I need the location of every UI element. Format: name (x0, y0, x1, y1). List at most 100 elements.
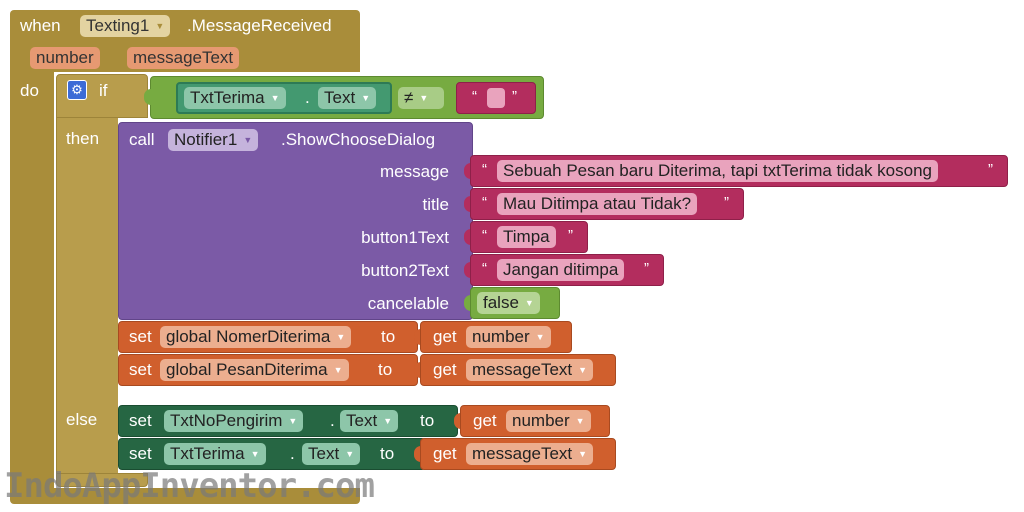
get-dropdown-messagetext[interactable]: messageText ▼ (466, 443, 594, 465)
event-block-do-spine (10, 72, 54, 490)
get-label: get (433, 327, 457, 346)
dropdown-arrow-icon: ▼ (419, 93, 429, 103)
variable-dropdown-nomerditerima[interactable]: global NomerDiterima ▼ (160, 326, 352, 348)
to-label: to (378, 360, 393, 379)
set-label: set (129, 327, 152, 346)
component-dropdown-txtterima[interactable]: TxtTerima ▼ (164, 443, 266, 465)
param-number[interactable]: number (30, 47, 100, 69)
then-label: then (66, 129, 100, 148)
event-block-bottom (10, 488, 360, 504)
property-dropdown-text[interactable]: Text ▼ (340, 410, 399, 432)
component-dropdown-notifier1[interactable]: Notifier1▼ (168, 129, 259, 151)
component-dropdown-txtnopengirim[interactable]: TxtNoPengirim▼ (164, 410, 304, 432)
source-name: number (512, 411, 570, 430)
get-dropdown-number[interactable]: number▼ (466, 326, 551, 348)
get-dropdown-messagetext[interactable]: messageText ▼ (466, 359, 594, 381)
set-label: set (129, 444, 152, 463)
text-field-title[interactable]: Mau Ditimpa atau Tidak? (497, 193, 698, 215)
get-block-plug (454, 413, 461, 429)
quote-open: “ (472, 88, 477, 105)
call-block[interactable] (118, 122, 473, 320)
get-label: get (433, 360, 457, 379)
property-name: Text (324, 88, 356, 107)
variable-name: global NomerDiterima (166, 327, 331, 346)
boolean-value: false (483, 293, 519, 312)
if-block-spine (56, 118, 118, 480)
quote-open: “ (482, 260, 487, 277)
arg-label-button2text: button2Text (361, 261, 449, 280)
to-label: to (420, 411, 435, 430)
text-block-plug (464, 229, 471, 245)
property-dropdown-text[interactable]: Text▼ (302, 443, 361, 465)
quote-close: ” (568, 227, 573, 244)
component-dropdown-texting1[interactable]: Texting1 ▼ (80, 15, 171, 37)
dropdown-arrow-icon: ▼ (361, 93, 371, 103)
get-block-plug (414, 362, 421, 378)
quote-close: ” (988, 161, 993, 178)
arg-label-message: message (380, 162, 449, 181)
property-name: Text (346, 411, 378, 430)
param-messagetext[interactable]: messageText (127, 47, 240, 69)
source-name: messageText (472, 360, 573, 379)
set-label: set (129, 411, 152, 430)
variable-dropdown-pesanditerima[interactable]: global PesanDiterima ▼ (160, 359, 349, 381)
dot-label: . (305, 88, 310, 107)
if-block-bottom (56, 473, 148, 487)
text-block-plug (464, 196, 471, 212)
variable-name: global PesanDiterima (166, 360, 328, 379)
dropdown-arrow-icon: ▼ (575, 416, 585, 426)
method-label: .ShowChooseDialog (281, 130, 436, 149)
dropdown-arrow-icon: ▼ (270, 93, 280, 103)
property-dropdown-text[interactable]: Text ▼ (318, 87, 377, 109)
get-label: get (433, 444, 457, 463)
call-label: call (129, 130, 155, 149)
component-name: TxtTerima (170, 444, 245, 463)
get-dropdown-number[interactable]: number ▼ (506, 410, 591, 432)
boolean-dropdown[interactable]: false ▼ (477, 292, 540, 314)
dot-label: . (330, 411, 335, 430)
quote-open: “ (482, 161, 487, 178)
when-label: when (20, 16, 61, 35)
if-label: if (99, 81, 108, 100)
component-name: Texting1 (86, 16, 150, 35)
operator-dropdown[interactable]: ≠▼ (398, 87, 444, 109)
get-block-plug (414, 329, 421, 345)
dropdown-arrow-icon: ▼ (288, 416, 298, 426)
dropdown-arrow-icon: ▼ (333, 365, 343, 375)
text-field-button2text[interactable]: Jangan ditimpa (497, 259, 625, 281)
empty-text-field[interactable] (487, 88, 505, 108)
component-name: TxtTerima (190, 88, 265, 107)
else-label: else (66, 410, 98, 429)
quote-close: ” (724, 194, 729, 211)
dropdown-arrow-icon: ▼ (243, 135, 253, 145)
quote-open: “ (482, 227, 487, 244)
set-label: set (129, 360, 152, 379)
dropdown-arrow-icon: ▼ (383, 416, 393, 426)
dropdown-arrow-icon: ▼ (578, 365, 588, 375)
to-label: to (381, 327, 396, 346)
component-dropdown-txtterima[interactable]: TxtTerima ▼ (184, 87, 286, 109)
arg-label-title: title (422, 195, 449, 214)
gear-icon[interactable]: ⚙ (67, 80, 87, 100)
text-field-button1text[interactable]: Timpa (497, 226, 556, 248)
dropdown-arrow-icon: ▼ (250, 449, 260, 459)
dropdown-arrow-icon: ▼ (155, 21, 165, 31)
dot-label: . (290, 444, 295, 463)
dropdown-arrow-icon: ▼ (535, 332, 545, 342)
dropdown-arrow-icon: ▼ (524, 298, 534, 308)
dropdown-arrow-icon: ▼ (336, 332, 346, 342)
to-label: to (380, 444, 395, 463)
boolean-block-plug (464, 295, 471, 311)
operator-symbol: ≠ (404, 88, 414, 107)
arg-label-cancelable: cancelable (367, 294, 449, 313)
compare-block-plug (144, 89, 151, 105)
source-name: messageText (472, 444, 573, 463)
arg-label-button1text: button1Text (361, 228, 449, 247)
get-block-plug (414, 446, 421, 462)
quote-close: ” (512, 88, 517, 105)
dropdown-arrow-icon: ▼ (578, 449, 588, 459)
dropdown-arrow-icon: ▼ (345, 449, 355, 459)
text-block-plug (464, 163, 471, 179)
quote-close: ” (644, 260, 649, 277)
text-field-message[interactable]: Sebuah Pesan baru Diterima, tapi txtTeri… (497, 160, 939, 182)
